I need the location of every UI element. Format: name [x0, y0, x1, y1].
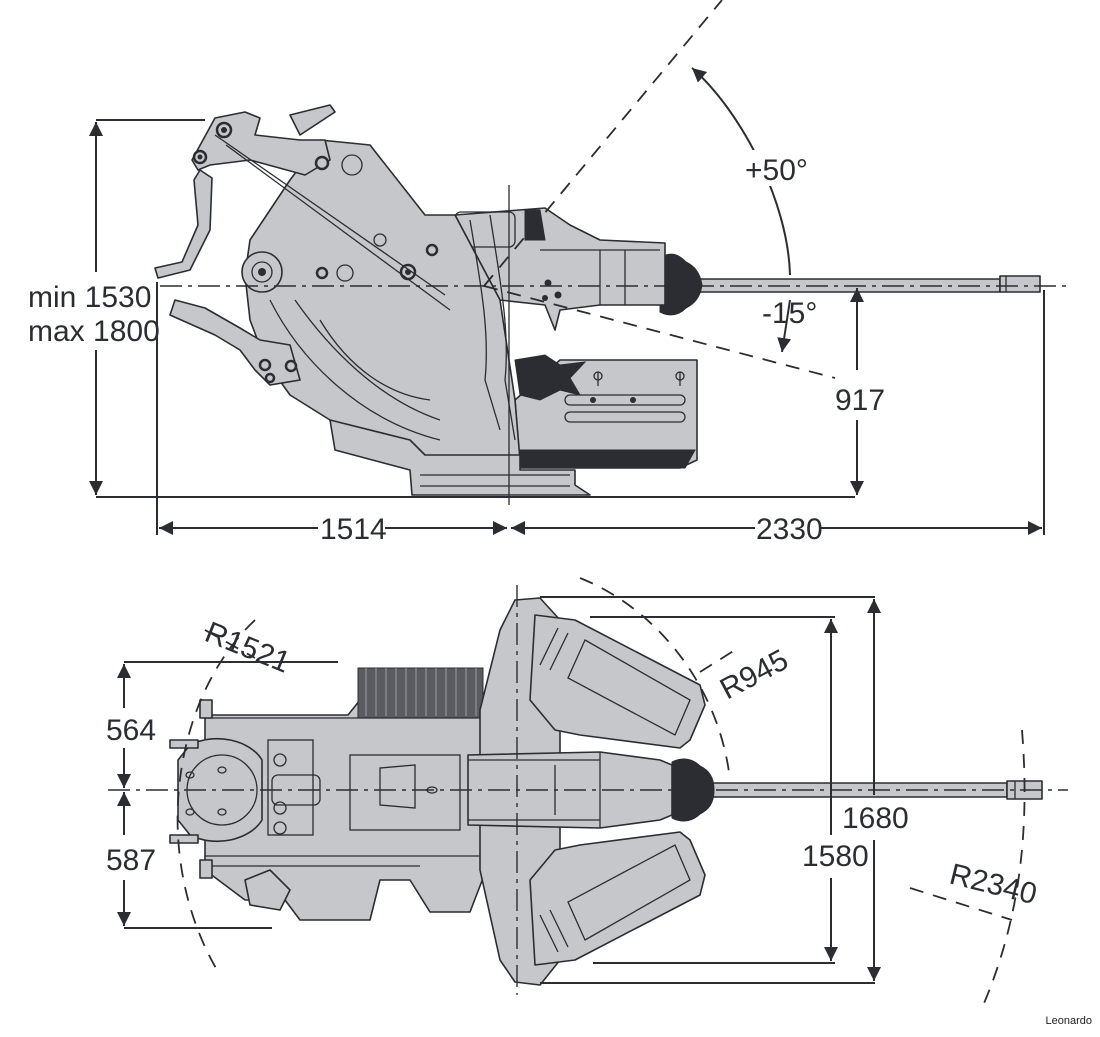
- elevation-min-line: [483, 285, 836, 379]
- radius-barrel-arc: [981, 729, 1026, 1009]
- label-width-right: 587: [106, 844, 156, 877]
- side-view: +50° -15° min 1530 max 1800 917 1514 233…: [28, 0, 1068, 546]
- label-height-min: min 1530: [28, 281, 151, 314]
- side-gun-boot: [659, 253, 703, 316]
- label-radius-boxes: R945: [715, 643, 794, 706]
- label-elevation-max: +50°: [745, 154, 808, 187]
- label-trunnion-height: 917: [835, 384, 885, 417]
- credit-label: Leonardo: [1045, 1015, 1093, 1027]
- radius-boxes-arc: [579, 577, 731, 781]
- side-barrel: [699, 275, 1041, 293]
- side-receiver: [454, 207, 666, 331]
- label-radius-rear: R1521: [200, 616, 294, 680]
- side-base-plate: [329, 419, 591, 496]
- side-ammo-box: [514, 354, 698, 469]
- label-width-inner: 1580: [802, 840, 869, 873]
- label-rear-length: 1514: [320, 513, 387, 546]
- top-view: R1521 R945 R2340 564 587 1580 1680: [106, 577, 1068, 1009]
- label-height-max: max 1800: [28, 315, 160, 348]
- side-main-body: [244, 139, 521, 461]
- top-ammo-box-lower: [529, 831, 706, 966]
- label-width-outer: 1680: [842, 802, 909, 835]
- top-ammo-box-upper: [529, 614, 706, 749]
- label-width-left: 564: [106, 714, 156, 747]
- label-elevation-min: -15°: [762, 297, 817, 330]
- label-front-length: 2330: [756, 513, 823, 546]
